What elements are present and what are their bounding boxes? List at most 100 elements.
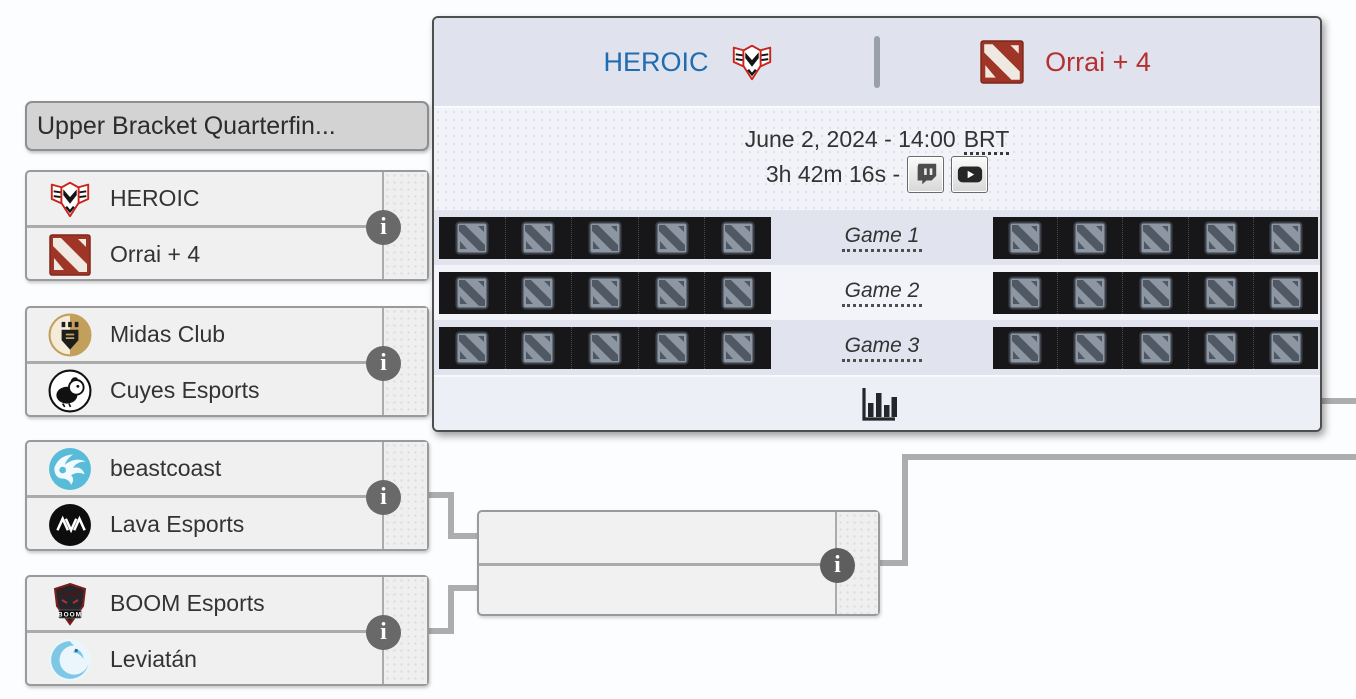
game-row-3: Game 3 — [434, 320, 1320, 375]
hero-pick-placeholder-icon — [1254, 272, 1318, 314]
hero-pick-placeholder-icon — [506, 326, 573, 369]
popup-team-left-name[interactable]: HEROIC — [603, 46, 709, 77]
connector — [902, 454, 908, 566]
match-info-icon[interactable]: i — [366, 210, 401, 245]
left-team-picks — [439, 326, 771, 369]
team-row-boom-esports[interactable]: BOOM BOOM Esports — [27, 577, 383, 630]
team-row-beastcoast[interactable]: beastcoast — [27, 442, 383, 495]
lava-esports-logo[interactable] — [47, 502, 93, 548]
team-name[interactable]: Cuyes Esports — [110, 377, 260, 403]
match-info-icon[interactable]: i — [820, 548, 855, 583]
hero-pick-placeholder-icon — [639, 216, 706, 259]
team-row-leviatan[interactable]: Leviatán — [27, 633, 383, 686]
dota2-logo[interactable] — [47, 232, 93, 278]
semifinal-match-empty: i — [477, 510, 880, 616]
score-column — [382, 308, 427, 415]
hero-pick-placeholder-icon — [572, 271, 639, 314]
boom-esports-logo[interactable]: BOOM — [47, 581, 93, 627]
match-details-popup: HEROIC — [432, 16, 1322, 432]
twitch-icon[interactable] — [907, 155, 945, 193]
hero-pick-placeholder-icon — [1123, 271, 1189, 314]
hero-pick-placeholder-icon — [705, 327, 771, 369]
right-team-picks — [993, 326, 1318, 369]
score-column — [835, 512, 878, 614]
team-row-cuyes-esports[interactable]: Cuyes Esports — [27, 364, 383, 417]
hero-pick-placeholder-icon — [1058, 216, 1124, 259]
game-1-link[interactable]: Game 1 — [841, 224, 923, 252]
popup-footer — [434, 375, 1320, 430]
hero-pick-placeholder-icon — [1123, 326, 1189, 369]
hero-pick-placeholder-icon — [1254, 327, 1318, 369]
connector — [448, 533, 478, 539]
youtube-icon[interactable] — [951, 155, 989, 193]
heroic-logo[interactable] — [47, 176, 93, 222]
connector — [902, 454, 1356, 460]
hero-pick-placeholder-icon — [705, 217, 771, 259]
row-divider — [27, 361, 427, 364]
team-row-midas-club[interactable]: Midas Club — [27, 308, 383, 361]
team-name[interactable]: BOOM Esports — [110, 590, 265, 616]
hero-pick-placeholder-icon — [439, 326, 506, 369]
connector — [429, 492, 454, 498]
team-row-orrai[interactable]: Orrai + 4 — [27, 228, 383, 281]
team-row-lava-esports[interactable]: Lava Esports — [27, 498, 383, 551]
team-name[interactable]: beastcoast — [110, 455, 222, 481]
timezone-abbr[interactable]: BRT — [963, 125, 1010, 155]
row-divider — [27, 225, 427, 228]
popup-team-right: Orrai + 4 — [880, 39, 1320, 85]
row-divider — [479, 563, 878, 566]
match-info-icon[interactable]: i — [366, 480, 401, 515]
hero-pick-placeholder-icon — [993, 271, 1059, 314]
hero-pick-placeholder-icon — [572, 326, 639, 369]
heroic-logo[interactable] — [729, 39, 775, 85]
dota2-logo[interactable] — [979, 39, 1025, 85]
countdown-text: 3h 42m 16s - — [765, 160, 901, 187]
hero-pick-placeholder-icon — [439, 216, 506, 259]
match-boom-vs-leviatan: BOOM BOOM Esports Leviatán i — [25, 575, 429, 686]
connector — [448, 585, 478, 591]
hero-pick-placeholder-icon — [1189, 326, 1254, 369]
left-team-picks — [439, 271, 771, 314]
connector — [878, 560, 908, 566]
bar-chart-icon[interactable] — [855, 386, 899, 424]
game-2-link[interactable]: Game 2 — [841, 279, 923, 307]
cuyes-esports-logo[interactable] — [47, 368, 93, 414]
round-header-label: Upper Bracket Quarterfin... — [37, 111, 336, 140]
match-info-icon[interactable]: i — [366, 346, 401, 381]
right-team-picks — [993, 271, 1318, 314]
round-header: Upper Bracket Quarterfin... — [25, 101, 429, 151]
match-heroic-vs-orrai: HEROIC Orrai + 4 i — [25, 170, 429, 281]
popup-team-right-name[interactable]: Orrai + 4 — [1045, 46, 1151, 77]
hero-pick-placeholder-icon — [1254, 217, 1318, 259]
game-row-2: Game 2 — [434, 265, 1320, 320]
hero-pick-placeholder-icon — [993, 216, 1059, 259]
connector — [448, 492, 454, 539]
hero-pick-placeholder-icon — [639, 271, 706, 314]
match-beastcoast-vs-lava: beastcoast Lava Esports i — [25, 440, 429, 551]
team-name[interactable]: Midas Club — [110, 321, 226, 347]
hero-pick-placeholder-icon — [1123, 216, 1189, 259]
leviatan-logo[interactable] — [47, 637, 93, 683]
hero-pick-placeholder-icon — [993, 326, 1059, 369]
team-name[interactable]: Leviatán — [110, 646, 197, 672]
hero-pick-placeholder-icon — [705, 272, 771, 314]
team-row-heroic[interactable]: HEROIC — [27, 172, 383, 225]
connector — [448, 585, 454, 634]
right-team-picks — [993, 216, 1318, 259]
popup-header: HEROIC — [434, 18, 1320, 106]
hero-pick-placeholder-icon — [439, 271, 506, 314]
row-divider — [27, 495, 427, 498]
countdown-line: 3h 42m 16s - — [765, 155, 989, 193]
match-info-icon[interactable]: i — [366, 615, 401, 650]
match-midas-vs-cuyes: Midas Club Cuyes Esports i — [25, 306, 429, 417]
popup-team-left: HEROIC — [434, 39, 874, 85]
midas-club-logo[interactable] — [47, 312, 93, 358]
game-3-link[interactable]: Game 3 — [841, 334, 923, 362]
beastcoast-logo[interactable] — [47, 446, 93, 492]
team-name[interactable]: Lava Esports — [110, 511, 245, 537]
game-row-1: Game 1 — [434, 210, 1320, 265]
connector — [1300, 398, 1356, 404]
team-name[interactable]: Orrai + 4 — [110, 241, 201, 267]
team-name[interactable]: HEROIC — [110, 185, 200, 211]
